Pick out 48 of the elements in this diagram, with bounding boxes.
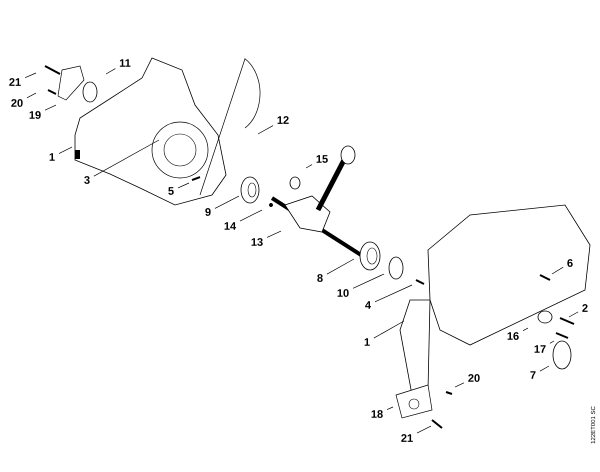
callout-number: 13 bbox=[252, 238, 263, 246]
leader-line bbox=[552, 266, 564, 274]
leader-line bbox=[374, 320, 404, 338]
callout-number: 4 bbox=[365, 301, 371, 309]
callout-number: 11 bbox=[120, 59, 130, 67]
callout-number: 2 bbox=[582, 304, 588, 312]
callout-number: 20 bbox=[11, 99, 23, 107]
leader-line bbox=[214, 196, 240, 209]
callout-number: 20 bbox=[468, 374, 480, 382]
leader-line bbox=[266, 230, 282, 238]
callout-number: 1 bbox=[364, 338, 370, 346]
leader-line bbox=[26, 92, 36, 98]
leader-line bbox=[240, 210, 262, 222]
callout-number: 10 bbox=[338, 289, 349, 297]
leader-line bbox=[416, 426, 432, 434]
callout-number: 17 bbox=[534, 345, 546, 353]
leader-line bbox=[44, 104, 56, 111]
callout-number: 15 bbox=[316, 155, 328, 163]
callout-number: 8 bbox=[317, 274, 323, 282]
leader-line bbox=[24, 72, 36, 78]
callout-number: 19 bbox=[30, 111, 41, 119]
callout-number: 3 bbox=[84, 176, 90, 184]
leader-line bbox=[522, 328, 528, 332]
callout-number: 7 bbox=[530, 371, 536, 379]
callout-number: 21 bbox=[401, 434, 413, 442]
leader-line bbox=[540, 366, 550, 372]
leader-line bbox=[326, 258, 354, 275]
callout-number: 16 bbox=[508, 332, 519, 340]
leader-line bbox=[306, 164, 312, 168]
callout-number: 5 bbox=[168, 187, 174, 195]
leader-line bbox=[454, 382, 464, 388]
leader-line bbox=[58, 146, 72, 154]
leader-line bbox=[352, 274, 384, 289]
leader-line bbox=[94, 140, 160, 177]
callout-number: 9 bbox=[205, 208, 211, 216]
leader-line bbox=[386, 406, 394, 410]
callout-number: 6 bbox=[567, 259, 573, 267]
callout-number: 18 bbox=[372, 410, 383, 418]
leader-line bbox=[568, 312, 578, 318]
callout-number: 21 bbox=[9, 78, 21, 86]
callout-number: 1 bbox=[50, 153, 55, 161]
callout-number: 14 bbox=[224, 222, 236, 230]
leader-line bbox=[550, 340, 554, 344]
callout-number: 12 bbox=[278, 116, 289, 124]
leader-line bbox=[106, 68, 116, 74]
leader-line bbox=[258, 125, 274, 134]
leader-line bbox=[178, 182, 190, 188]
leader-line bbox=[374, 284, 412, 302]
